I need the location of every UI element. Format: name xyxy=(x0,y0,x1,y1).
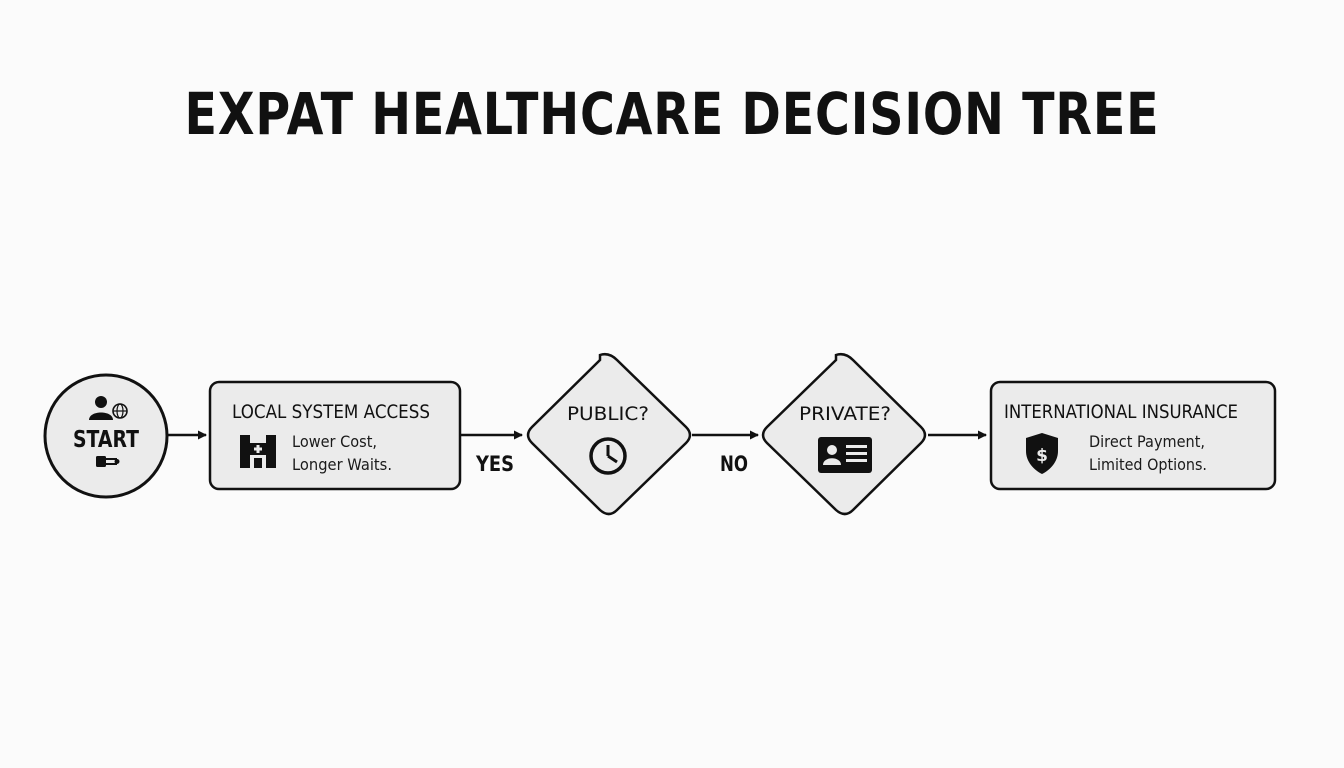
private-diamond xyxy=(761,352,927,516)
local-heading: LOCAL SYSTEM ACCESS xyxy=(232,401,430,423)
local-detail-line-1: Lower Cost, xyxy=(292,432,377,451)
public-question: PUBLIC? xyxy=(567,403,649,425)
start-node[interactable]: START xyxy=(43,373,169,499)
edge-label-no: NO xyxy=(720,452,748,476)
international-insurance-node[interactable]: INTERNATIONAL INSURANCE $ Direct Payment… xyxy=(989,380,1277,491)
dollar-shield-icon: $ xyxy=(1026,433,1058,474)
id-card-icon xyxy=(818,437,872,473)
public-diamond xyxy=(526,352,692,516)
edge-label-yes: YES xyxy=(475,452,514,476)
private-decision-node[interactable]: PRIVATE? xyxy=(761,352,927,516)
hospital-icon xyxy=(240,435,276,468)
international-box xyxy=(989,380,1277,491)
local-system-access-node[interactable]: LOCAL SYSTEM ACCESS Lower Cost, Longer W… xyxy=(208,380,462,491)
local-detail-line-2: Longer Waits. xyxy=(292,455,392,474)
public-decision-node[interactable]: PUBLIC? xyxy=(526,352,692,516)
plug-icon xyxy=(96,456,120,467)
page-title: EXPAT HEALTHCARE DECISION TREE xyxy=(184,80,1160,148)
international-heading: INTERNATIONAL INSURANCE xyxy=(1004,401,1238,423)
international-detail-line-1: Direct Payment, xyxy=(1089,432,1205,451)
user-globe-icon xyxy=(89,396,128,420)
private-question: PRIVATE? xyxy=(799,403,891,425)
clock-icon xyxy=(589,437,627,475)
svg-text:$: $ xyxy=(1036,446,1048,466)
start-label: START xyxy=(73,427,139,453)
international-detail-line-2: Limited Options. xyxy=(1089,455,1207,474)
